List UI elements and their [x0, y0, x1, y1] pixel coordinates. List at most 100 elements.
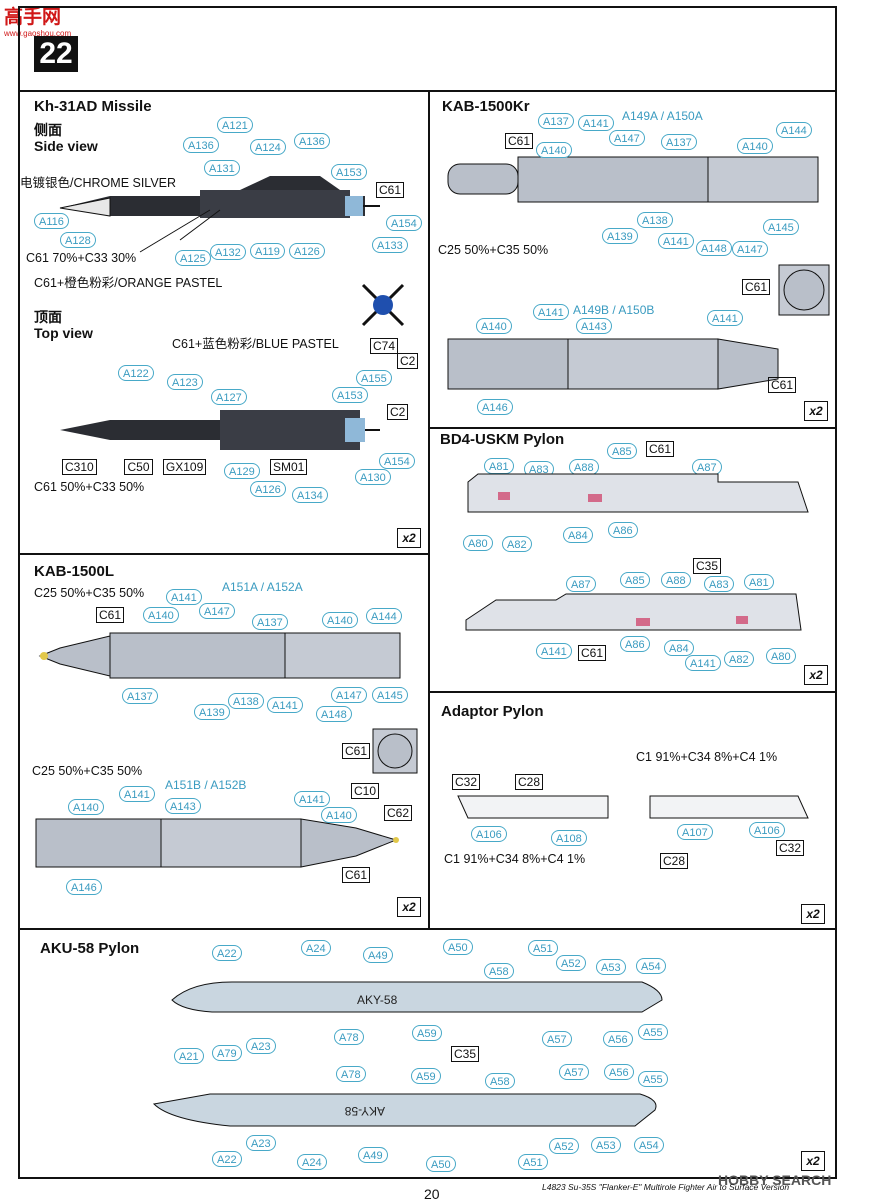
- kab1500l-side-drawing: [38, 632, 401, 679]
- ref-c61: C61: [742, 279, 771, 295]
- orange-pastel-note: C61+橙色粉彩/ORANGE PASTEL: [34, 276, 223, 290]
- callout: A153: [331, 164, 367, 180]
- callout: A50: [443, 939, 473, 955]
- divider: [428, 90, 430, 928]
- callout: A141: [119, 786, 155, 802]
- ref-c61: C61: [376, 182, 405, 198]
- callout: A123: [167, 374, 203, 390]
- watermark-hobby-search: HOBBY SEARCH: [718, 1172, 832, 1188]
- callout: A82: [502, 536, 532, 552]
- kh31-side-drawing: [59, 176, 380, 253]
- callout: A84: [563, 527, 593, 543]
- callout: A85: [607, 443, 637, 459]
- callout: A56: [604, 1064, 634, 1080]
- callout: A154: [379, 453, 415, 469]
- mix-note: C25 50%+C35 50%: [32, 764, 143, 778]
- callout: A139: [194, 704, 230, 720]
- divider: [428, 691, 837, 693]
- ref-c2: C2: [397, 353, 419, 369]
- ref-c32: C32: [776, 840, 805, 856]
- callout: A136: [183, 137, 219, 153]
- ref-sm01: SM01: [270, 459, 308, 475]
- callout: A49: [358, 1147, 388, 1163]
- kh31-title: Kh-31AD Missile: [34, 98, 152, 115]
- callout: A138: [228, 693, 264, 709]
- ref-c10: C10: [351, 783, 380, 799]
- callout: A140: [536, 142, 572, 158]
- callout: A140: [143, 607, 179, 623]
- callout: A80: [766, 648, 796, 664]
- mix-note: C25 50%+C35 50%: [438, 243, 549, 257]
- ref-c28: C28: [515, 774, 544, 790]
- callout: A49: [363, 947, 393, 963]
- ref-c74: C74: [370, 338, 399, 354]
- callout: A129: [224, 463, 260, 479]
- callout: A52: [549, 1138, 579, 1154]
- ref-c61: C61: [578, 645, 607, 661]
- step-number: 22: [34, 36, 78, 72]
- x2-badge: x2: [397, 528, 421, 548]
- callout: A85: [620, 572, 650, 588]
- ref-c61: C61: [342, 867, 371, 883]
- callout: A155: [356, 370, 392, 386]
- mix-note: C1 91%+C34 8%+C4 1%: [444, 852, 586, 866]
- ref-c28: C28: [660, 853, 689, 869]
- kh31-top-drawing: [60, 410, 380, 450]
- callout: A125: [175, 250, 211, 266]
- kab1500l-label-a: A151A / A152A: [222, 580, 303, 594]
- callout: A137: [538, 113, 574, 129]
- callout: A140: [476, 318, 512, 334]
- callout: A88: [661, 572, 691, 588]
- callout: A81: [744, 574, 774, 590]
- kh31-rear-view: [361, 283, 405, 327]
- mix-note-2: C61 50%+C33 50%: [34, 480, 145, 494]
- kab1500kr-label-b: A149B / A150B: [573, 303, 655, 317]
- kab1500l-top-drawing: [35, 818, 399, 868]
- callout: A141: [536, 643, 572, 659]
- adaptor-title: Adaptor Pylon: [441, 703, 544, 720]
- callout: A108: [551, 830, 587, 846]
- callout: A153: [332, 387, 368, 403]
- callout: A83: [704, 576, 734, 592]
- callout: A52: [556, 955, 586, 971]
- callout: A148: [696, 240, 732, 256]
- callout: A59: [411, 1068, 441, 1084]
- callout: A147: [199, 603, 235, 619]
- callout: A145: [763, 219, 799, 235]
- callout: A54: [636, 958, 666, 974]
- chrome-silver-note: 电镀银色/CHROME SILVER: [20, 176, 177, 190]
- callout: A143: [576, 318, 612, 334]
- callout: A138: [637, 212, 673, 228]
- callout: A51: [528, 940, 558, 956]
- page-number: 20: [424, 1186, 440, 1202]
- callout: A58: [484, 963, 514, 979]
- callout: A22: [212, 1151, 242, 1167]
- callout: A147: [609, 130, 645, 146]
- callout: A78: [334, 1029, 364, 1045]
- bd4-title: BD4-USKM Pylon: [440, 431, 565, 448]
- callout: A119: [250, 243, 285, 259]
- watermark-url: www.gaoshou.com: [4, 29, 72, 38]
- divider: [428, 427, 837, 429]
- callout: A127: [211, 389, 247, 405]
- callout: A24: [301, 940, 331, 956]
- callout: A128: [60, 232, 96, 248]
- ref-c61: C61: [96, 607, 125, 623]
- callout: A55: [638, 1024, 668, 1040]
- callout: A132: [210, 244, 246, 260]
- divider: [18, 928, 837, 930]
- kab1500kr-title: KAB-1500Kr: [442, 98, 530, 115]
- ref-c35: C35: [451, 1046, 480, 1062]
- callout: A146: [477, 399, 513, 415]
- callout: A82: [724, 651, 754, 667]
- callout: A58: [485, 1073, 515, 1089]
- callout: A140: [321, 807, 357, 823]
- ref-c2-top: C2: [387, 404, 409, 420]
- callout: A141: [578, 115, 614, 131]
- callout: A144: [366, 608, 402, 624]
- x2-badge: x2: [804, 665, 828, 685]
- callout: A148: [316, 706, 352, 722]
- ref-row: C310 C50 GX109: [62, 459, 207, 475]
- callout: A137: [661, 134, 697, 150]
